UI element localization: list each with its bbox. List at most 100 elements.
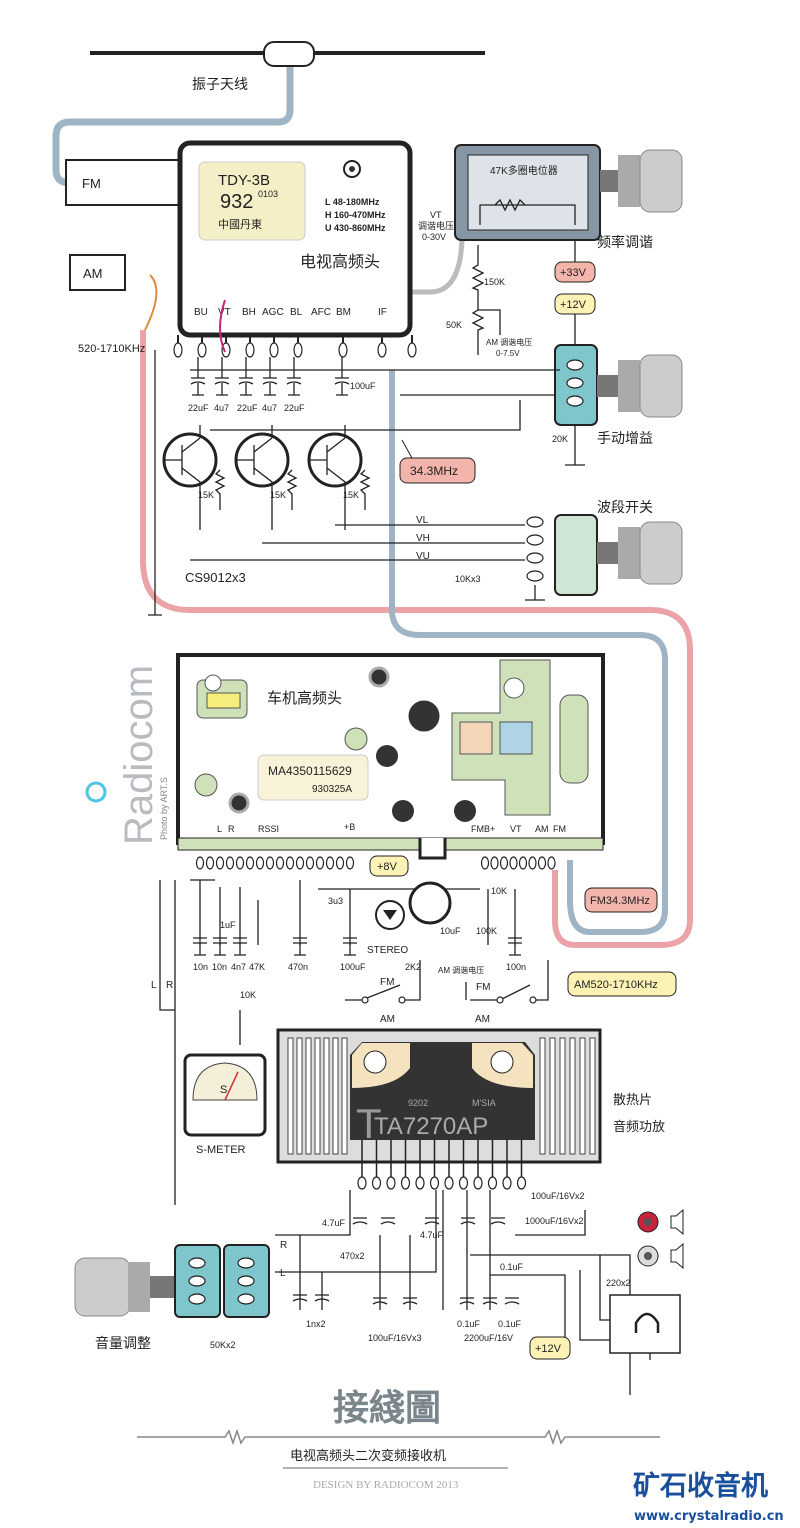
amp-pin <box>400 1176 411 1190</box>
car-tuner-date: 930325A <box>312 784 352 795</box>
vt-range: 0-30V <box>422 232 446 242</box>
tuning-potentiometer: 47K多圈电位器 <box>454 144 601 241</box>
res-label: 15K <box>343 490 359 500</box>
amp-pin <box>444 1176 454 1190</box>
cap-label: 22uF <box>237 403 258 413</box>
cap-label: 47K <box>249 962 265 972</box>
pin-agc: AGC <box>262 307 284 318</box>
tuner-pin <box>173 342 183 358</box>
tuner-code: 932 <box>220 191 253 213</box>
transistor-wiring <box>164 425 226 530</box>
car-tuner-part: MA4350115629 <box>268 764 352 778</box>
fm-if-text: FM34.3MHz <box>590 895 650 907</box>
car-tuner-pin <box>345 856 355 870</box>
tuner-pin <box>197 342 207 358</box>
car-tuner-pin <box>205 856 215 870</box>
r-channel: R <box>280 1240 287 1251</box>
pin-afc: AFC <box>311 307 331 318</box>
c100n-label: 100n <box>506 962 526 972</box>
tv-tuner: TDY-3B 932 0103 中國丹東 L 48-180MHz H 160-4… <box>173 140 417 358</box>
band-h: H 160-470MHz <box>325 210 386 220</box>
capacitor-icon <box>372 1297 388 1305</box>
amp-pin <box>371 1176 382 1190</box>
cap-label: 4u7 <box>214 403 229 413</box>
capacitor-icon <box>343 937 357 956</box>
svg-text:VT: VT <box>510 824 522 834</box>
car-tuner-pin <box>509 856 518 870</box>
volume-potentiometer <box>174 1244 270 1318</box>
fm-am-switch-2[interactable] <box>465 960 549 1004</box>
band-vu: VU <box>416 551 430 562</box>
capacitor-icon <box>292 1294 308 1302</box>
car-tuner-pin <box>537 856 547 870</box>
car-tuner-pin <box>245 856 255 870</box>
rssi-pot-label: 10K <box>240 990 256 1000</box>
am-label: AM <box>83 266 103 281</box>
fm-am-switch-1[interactable] <box>345 960 421 1004</box>
capacitor-icon <box>262 357 278 396</box>
speaker-icon <box>670 1208 684 1270</box>
cap-label: 10n <box>193 962 208 972</box>
amp-label: 音频功放 <box>613 1119 665 1134</box>
capacitor-icon <box>238 357 254 396</box>
pin-if: IF <box>378 307 387 318</box>
svg-text:S: S <box>220 1084 227 1096</box>
amp-pin <box>487 1176 498 1190</box>
tuner-pin <box>245 342 255 358</box>
tuner-model: TDY-3B <box>218 172 270 189</box>
band-switch <box>526 514 598 596</box>
am-wire <box>144 274 158 331</box>
c47b-label: 4.7uF <box>420 1230 444 1240</box>
r-label: R <box>166 980 173 991</box>
c1n-label: 1nx2 <box>306 1319 326 1329</box>
am-range: 520-1710KHz <box>78 343 145 355</box>
r470-label: 470x2 <box>340 1251 365 1261</box>
volume-pot-label: 50Kx2 <box>210 1340 236 1350</box>
volume-knob[interactable] <box>74 1257 175 1317</box>
gain-potentiometer <box>554 344 598 426</box>
car-tuner-pin <box>490 856 499 870</box>
svg-text:R: R <box>228 824 235 834</box>
c10u-label: 10uF <box>440 926 461 936</box>
c3u3-label: 3u3 <box>328 896 343 906</box>
car-tuner-pin <box>295 856 305 870</box>
svg-text:TA7270AP: TA7270AP <box>374 1113 488 1140</box>
svg-text:T: T <box>356 1100 382 1147</box>
capacitor-icon <box>490 1217 506 1225</box>
c100x2-label: 100uF/16Vx2 <box>531 1191 585 1201</box>
pin-bl: BL <box>290 307 303 318</box>
capacitor-icon <box>380 1217 396 1225</box>
car-tuner-pin <box>518 856 528 870</box>
footer-divider <box>137 1428 660 1446</box>
capacitor-icon <box>190 357 206 396</box>
amp-wiring <box>275 1190 651 1395</box>
svg-text:9202: 9202 <box>408 1098 428 1108</box>
vt-label: VT <box>430 210 442 220</box>
gain-knob[interactable] <box>597 354 683 418</box>
headphone-jack[interactable] <box>609 1294 681 1354</box>
am-connector <box>69 254 126 291</box>
car-tuner-pin <box>499 856 509 870</box>
site-logo: 矿石收音机 <box>633 1470 768 1502</box>
res-label: 15K <box>198 490 214 500</box>
v8-badge <box>369 855 409 877</box>
site-url[interactable]: www.crystalradio.cn <box>634 1509 784 1524</box>
capacitor-icon <box>402 1297 418 1305</box>
tuner-pin <box>338 342 348 358</box>
car-tuner: 车机高频头 MA4350115629 930325A L R RSSI +B F… <box>176 653 605 870</box>
band-l: L 48-180MHz <box>325 197 380 207</box>
car-tuner-pin <box>275 856 285 870</box>
v8-text: +8V <box>377 861 398 873</box>
amp-pin <box>386 1176 396 1190</box>
amp-pin <box>502 1176 512 1190</box>
s-meter: S <box>183 1053 267 1137</box>
tuning-knob[interactable] <box>600 149 683 213</box>
transistor-icon <box>408 881 452 925</box>
band-knob[interactable] <box>597 521 683 585</box>
amp-pin <box>473 1176 483 1190</box>
am-vt-range: 0-7.5V <box>496 349 520 358</box>
l-channel: L <box>280 1268 286 1279</box>
amp-pin <box>357 1176 367 1190</box>
c1u-label: 1uF <box>220 920 236 930</box>
